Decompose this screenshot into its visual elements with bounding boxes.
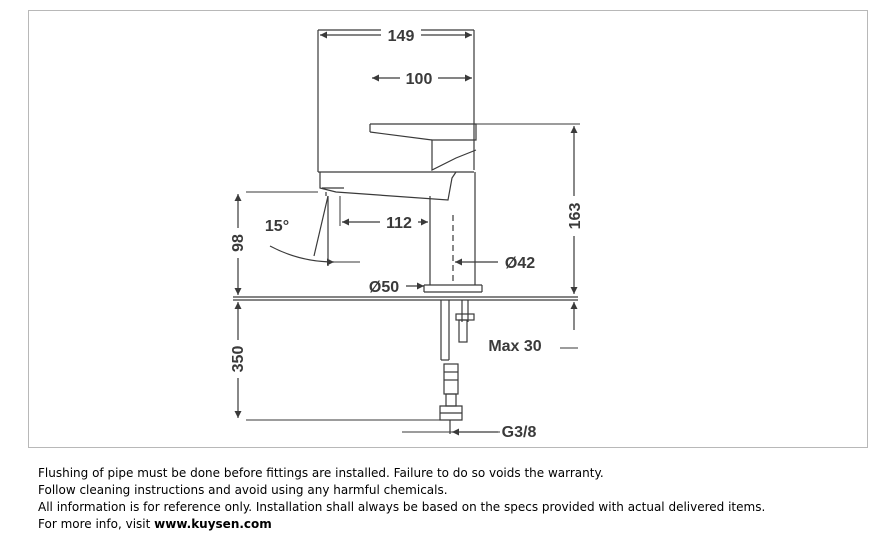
note-line-4: For more info, visit www.kuysen.com [38,516,765,533]
dim-body-diameter: Ø42 [505,255,535,272]
installation-notes: Flushing of pipe must be done before fit… [38,465,765,533]
countertop [233,296,578,301]
note-line-1: Flushing of pipe must be done before fit… [38,466,604,480]
dim-lever-width: 100 [406,71,433,88]
dim-lever-angle: 15° [265,218,289,235]
drawing-frame [28,10,868,448]
lever-angle-arc [269,195,360,266]
extension-lines [246,123,580,433]
dim-total-height: 163 [567,203,584,230]
dim-connection-thread: G3/8 [502,424,537,441]
dim-max-deck-thickness: Max 30 [488,338,541,355]
dim-base-diameter: Ø50 [369,279,399,296]
dim-overall-width: 149 [388,28,415,45]
dim-spout-reach: 112 [386,215,412,232]
note-line-2: Follow cleaning instructions and avoid u… [38,483,448,497]
note-line-3: All information is for reference only. I… [38,500,766,514]
website-link[interactable]: www.kuysen.com [154,517,272,531]
faucet-technical-drawing: 149 100 112 15° Ø42 Ø50 Max 30 G3/8 98 1… [230,28,584,441]
note-link-prefix: For more info, visit [38,517,155,531]
shank-and-hoses [439,300,475,434]
dim-hose-length: 350 [230,346,247,373]
dim-spout-height: 98 [230,234,247,252]
